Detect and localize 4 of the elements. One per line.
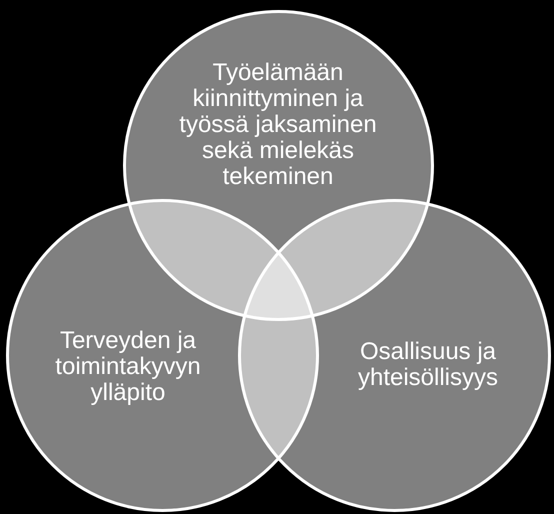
circle-label: Osallisuus ja yhteisöllisyys bbox=[356, 339, 500, 391]
circle-label: Työelämään kiinnittyminen ja työssä jaksaminen sekä mielekäs tekeminen bbox=[178, 60, 378, 190]
venn-circle bbox=[238, 198, 550, 512]
circle-label: Terveyden ja toimintakyvyn ylläpito bbox=[54, 328, 202, 406]
